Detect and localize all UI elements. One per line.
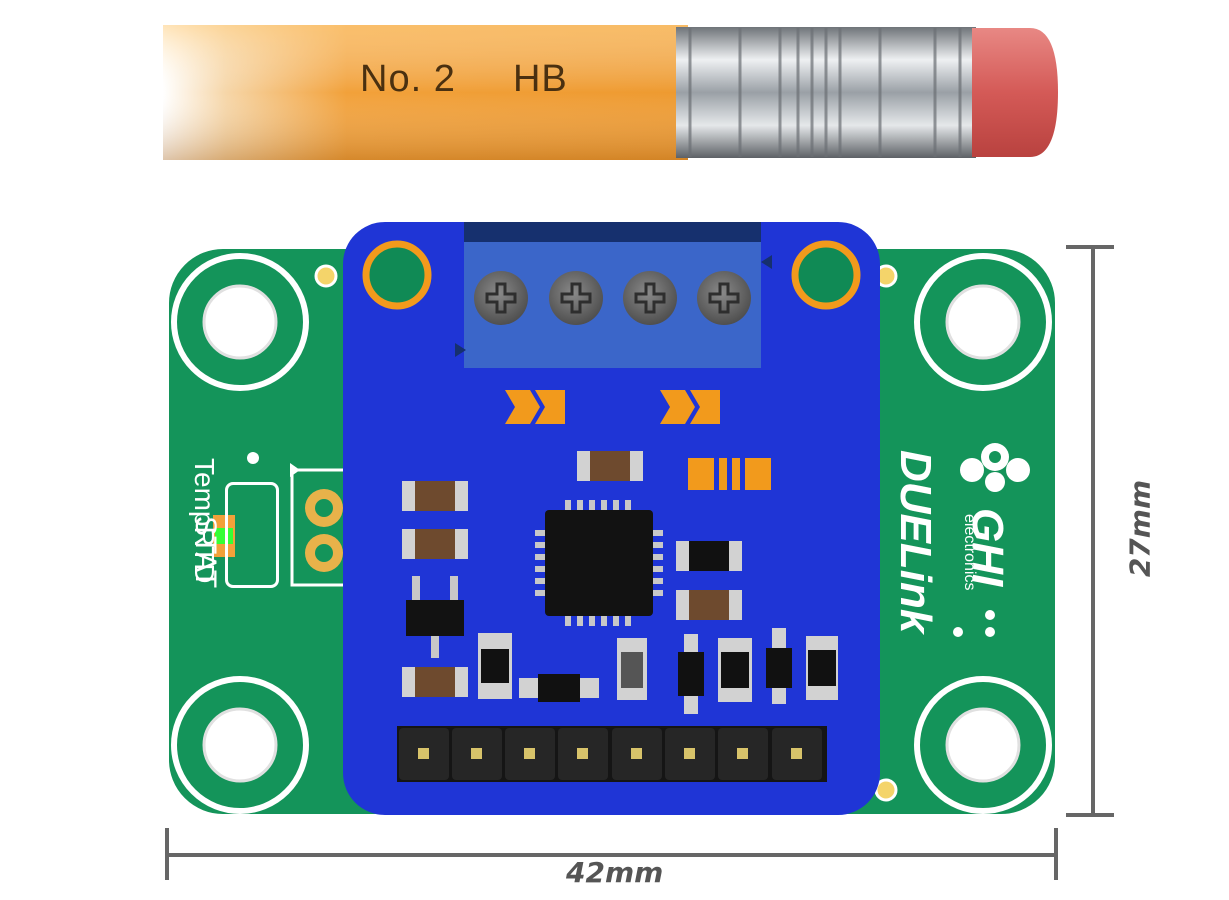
pencil-label: No. 2 HB [360, 58, 568, 101]
width-dimension-label: 42mm [566, 856, 664, 889]
smd-component [577, 451, 643, 481]
smd-component [402, 529, 468, 559]
mounting-hole [914, 676, 1052, 814]
smd-component [766, 628, 792, 704]
pencil-eraser [972, 28, 1058, 157]
ghi-logo-icon [960, 443, 1030, 492]
corner-pad [362, 240, 432, 310]
width-dimension-line [165, 828, 1058, 880]
smd-component [617, 638, 647, 700]
pin-header-8 [397, 726, 827, 782]
jumper-pad [505, 390, 565, 424]
mounting-hole [171, 676, 309, 814]
mounting-hole [171, 253, 309, 391]
smd-component [402, 667, 468, 697]
status-led [213, 515, 235, 557]
smd-component [676, 590, 742, 620]
smd-component [718, 638, 752, 702]
stat-silkscreen-box [225, 482, 279, 588]
smd-component [678, 634, 704, 714]
smd-component [806, 636, 838, 700]
brand-duelink: DUELink [891, 450, 940, 634]
silkscreen-module-name: TempRTD [189, 458, 220, 584]
mounting-hole [914, 253, 1052, 391]
terminal-screw [549, 271, 603, 325]
temprtd-module [343, 222, 880, 815]
pencil-grade-hardness: HB [512, 58, 568, 100]
solder-pad-group [688, 458, 771, 490]
smd-component [519, 674, 599, 702]
screw-terminal-block [455, 222, 772, 368]
jumper-pad [660, 390, 720, 424]
terminal-screw [474, 271, 528, 325]
terminal-screw [697, 271, 751, 325]
pencil [163, 25, 1058, 160]
pencil-grade-number: No. 2 [360, 58, 456, 100]
sot-regulator [406, 576, 464, 658]
brand-electronics: electronics [961, 514, 978, 591]
corner-pad [791, 240, 861, 310]
smd-component [402, 481, 468, 511]
height-dimension-label: 27mm [1123, 479, 1157, 578]
main-ic-chip [535, 500, 663, 626]
height-dimension-line [1066, 245, 1114, 817]
terminal-screw [623, 271, 677, 325]
smd-component [676, 541, 742, 571]
smd-component [478, 633, 512, 699]
